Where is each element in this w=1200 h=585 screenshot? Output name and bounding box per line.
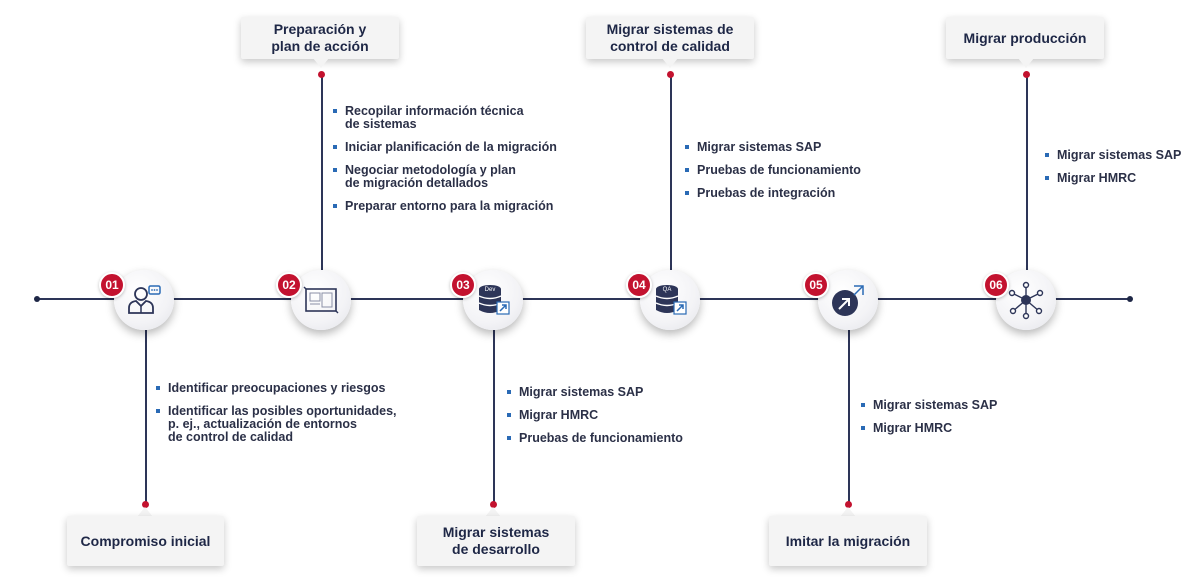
- step-02-card-pointer: [313, 58, 329, 68]
- step-06-title: Migrar producción: [963, 29, 1087, 46]
- step-02-marker: [318, 71, 325, 78]
- step-02-task-list: Recopilar información técnica de sistema…: [333, 105, 583, 223]
- step-06-marker: [1023, 71, 1030, 78]
- step-06-task: Migrar HMRC: [1045, 172, 1195, 185]
- migrate-arrow-icon: [832, 285, 864, 316]
- step-06-card-pointer: [1018, 58, 1034, 68]
- step-02-task: Recopilar información técnica de sistema…: [333, 105, 583, 131]
- timeline-end-dot: [1127, 296, 1133, 302]
- step-05-badge: 05: [803, 272, 829, 298]
- step-05-task: Migrar sistemas SAP: [861, 399, 1061, 412]
- step-04-marker: [667, 71, 674, 78]
- step-04-task: Pruebas de funcionamiento: [685, 164, 905, 177]
- step-03-card-pointer: [485, 507, 501, 517]
- step-05-connector: [848, 330, 850, 503]
- step-05-card-pointer: [840, 507, 856, 517]
- step-03-task: Pruebas de funcionamiento: [507, 432, 727, 445]
- step-02-task: Iniciar planificación de la migración: [333, 141, 583, 154]
- step-02-title: Preparación y plan de acción: [271, 21, 369, 54]
- step-01-task: Identificar las posibles oportunidades, …: [156, 405, 406, 444]
- step-04-task: Pruebas de integración: [685, 187, 905, 200]
- step-02-task: Negociar metodología y plan de migración…: [333, 164, 583, 190]
- network-hub-icon: [1008, 281, 1044, 320]
- step-04-badge: 04: [626, 272, 652, 298]
- database-dev-icon: Dev: [478, 285, 510, 315]
- step-02-badge: 02: [276, 272, 302, 298]
- step-01-task-list: Identificar preocupaciones y riesgos Ide…: [156, 382, 406, 454]
- step-06-task-list: Migrar sistemas SAP Migrar HMRC: [1045, 149, 1195, 195]
- step-05-task-list: Migrar sistemas SAP Migrar HMRC: [861, 399, 1061, 445]
- step-04-title-card: Migrar sistemas de control de calidad: [586, 17, 754, 59]
- step-04-task: Migrar sistemas SAP: [685, 141, 905, 154]
- blueprint-icon: [303, 286, 339, 314]
- step-06-connector: [1026, 75, 1028, 270]
- step-03-badge: 03: [450, 272, 476, 298]
- step-04-connector: [670, 75, 672, 270]
- database-dev-label: Dev: [485, 287, 496, 293]
- step-05-title: Imitar la migración: [785, 532, 911, 549]
- step-03-task-list: Migrar sistemas SAP Migrar HMRC Pruebas …: [507, 386, 727, 455]
- step-02-task: Preparar entorno para la migración: [333, 200, 583, 213]
- step-01-title-card: Compromiso inicial: [67, 516, 224, 566]
- step-06-task: Migrar sistemas SAP: [1045, 149, 1195, 162]
- step-04-title: Migrar sistemas de control de calidad: [606, 21, 734, 54]
- step-05-marker: [845, 501, 852, 508]
- step-06-badge: 06: [983, 272, 1009, 298]
- step-03-marker: [490, 501, 497, 508]
- timeline-axis: [37, 298, 1129, 300]
- database-qa-label: QA: [663, 287, 672, 293]
- step-06-title-card: Migrar producción: [946, 17, 1104, 59]
- step-01-marker: [142, 501, 149, 508]
- database-qa-icon: QA: [655, 285, 687, 315]
- consultant-chat-icon: [128, 285, 161, 314]
- step-04-card-pointer: [662, 58, 678, 68]
- step-01-badge: 01: [99, 272, 125, 298]
- step-01-task: Identificar preocupaciones y riesgos: [156, 382, 406, 395]
- step-05-task: Migrar HMRC: [861, 422, 1061, 435]
- step-04-task-list: Migrar sistemas SAP Pruebas de funcionam…: [685, 141, 905, 210]
- step-03-connector: [493, 330, 495, 503]
- step-05-title-card: Imitar la migración: [769, 516, 927, 566]
- step-03-task: Migrar sistemas SAP: [507, 386, 727, 399]
- step-03-task: Migrar HMRC: [507, 409, 727, 422]
- step-02-connector: [321, 75, 323, 270]
- step-03-title-card: Migrar sistemas de desarrollo: [417, 516, 575, 566]
- step-01-title: Compromiso inicial: [80, 532, 211, 549]
- step-01-card-pointer: [137, 507, 153, 517]
- step-02-title-card: Preparación y plan de acción: [241, 17, 399, 59]
- step-01-connector: [145, 330, 147, 503]
- step-03-title: Migrar sistemas de desarrollo: [442, 524, 550, 557]
- timeline-start-dot: [34, 296, 40, 302]
